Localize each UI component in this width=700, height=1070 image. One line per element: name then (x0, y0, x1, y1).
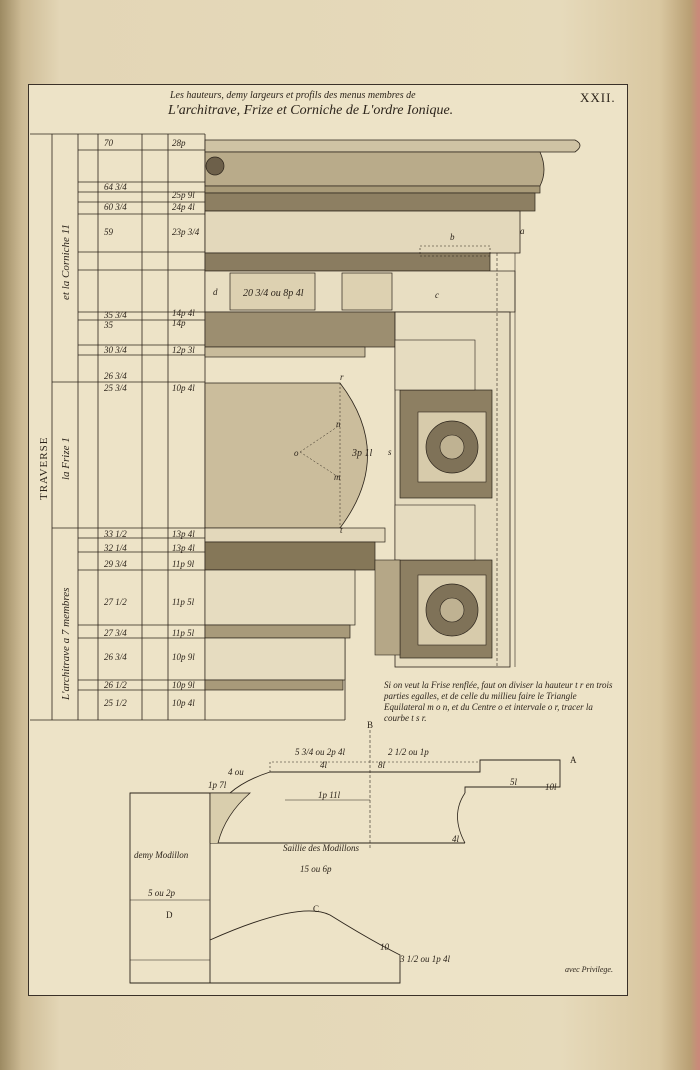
dim-4l: 4l (320, 760, 328, 770)
label-t: t (340, 525, 343, 535)
label-D: D (166, 910, 173, 920)
table-values: 70 28p 64 3/4 25p 9l 60 3/4 24p 4l 59 23… (103, 138, 200, 708)
dim-10l: 10l (545, 782, 557, 792)
table-cell: 27 1/2 (104, 597, 127, 607)
label-o: o (294, 448, 299, 458)
table-cell: 11p 5l (172, 628, 195, 638)
table-cell: 32 1/4 (103, 543, 127, 553)
table-cell: 59 (104, 227, 114, 237)
table-cell: 14p 4l (172, 308, 195, 318)
entablature-profile (204, 139, 581, 691)
saillie-dimension: 15 ou 6p (300, 864, 332, 874)
modillion-diagram (129, 730, 561, 984)
table-cell: 35 (103, 320, 114, 330)
table-cell: 25p 9l (172, 190, 195, 200)
mutule-dimension: 20 3/4 ou 8p 4l (243, 288, 304, 299)
table-cell: 27 3/4 (104, 628, 127, 638)
table-cell: 23p 3/4 (172, 227, 200, 237)
table-cell: 10p 9l (172, 680, 195, 690)
table-cell: 10p 9l (172, 652, 195, 662)
title-line-1: Les hauteurs, demy largeurs et profils d… (170, 90, 416, 101)
swelled-frieze-note: Si on veut la Frise renflée, faut on div… (384, 680, 613, 723)
profile-labels: a b c d 20 3/4 ou 8p 4l 3p 1l n m o r s … (213, 226, 525, 535)
table-cell: 33 1/2 (103, 529, 127, 539)
label-d: d (213, 287, 218, 297)
table-cell: 13p 4l (172, 543, 195, 553)
table-cell: 13p 4l (172, 529, 195, 539)
table-cell: 29 3/4 (104, 559, 127, 569)
label-saillie: Saillie des Modillons (283, 843, 359, 853)
label-B: B (367, 720, 373, 730)
table-cell: 10p 4l (172, 383, 195, 393)
dim-1p7l: 1p 7l (208, 780, 227, 790)
label-n: n (336, 419, 341, 429)
table-cell: 70 (104, 138, 114, 148)
label-m: m (334, 472, 341, 482)
table-cell: 11p 5l (172, 597, 195, 607)
label-r: r (340, 372, 344, 382)
table-cell: 25 1/2 (104, 698, 127, 708)
table-cell: 12p 3l (172, 345, 195, 355)
label-b: b (450, 232, 455, 242)
table-cell: 28p (172, 138, 186, 148)
table-cell: 26 1/2 (104, 680, 127, 690)
frieze-dimension: 3p 1l (351, 448, 373, 459)
table-cell: 35 3/4 (103, 310, 127, 320)
dim-1p11l: 1p 11l (318, 790, 341, 800)
dim-5l: 5l (510, 777, 518, 787)
bottom-dimension: 3 1/2 ou 1p 4l (399, 954, 451, 964)
dim-4l-right: 4l (452, 834, 460, 844)
table-cell: 26 3/4 (104, 652, 127, 662)
table-cell: 25 3/4 (104, 383, 127, 393)
dim-4ou: 4 ou (228, 767, 244, 777)
label-C: C (313, 904, 319, 914)
label-c: c (435, 290, 439, 300)
table-cell: 14p (172, 318, 186, 328)
table-cell: 26 3/4 (104, 371, 127, 381)
table-cell: 24p 4l (172, 202, 195, 212)
table-cell: 11p 9l (172, 559, 195, 569)
half-dimension: 5 ou 2p (148, 888, 176, 898)
privilege-mark: avec Privilege. (565, 965, 613, 974)
table-cell: 30 3/4 (103, 345, 127, 355)
label-A: A (570, 755, 577, 765)
dim-8l: 8l (378, 760, 386, 770)
label-a: a (520, 226, 525, 236)
plate-number: XXII. (580, 90, 616, 105)
dim-top-right: 2 1/2 ou 1p (388, 747, 429, 757)
dim-ten: 10 (380, 942, 390, 952)
label-s: s (388, 447, 392, 457)
table-cell: 10p 4l (172, 698, 195, 708)
label-demy-modillon: demy Modillon (134, 850, 189, 860)
title-line-2: L'architrave, Frize et Corniche de L'ord… (168, 103, 454, 118)
dim-top-left: 5 3/4 ou 2p 4l (295, 747, 346, 757)
table-cell: 64 3/4 (104, 182, 127, 192)
table-cell: 60 3/4 (104, 202, 127, 212)
modillion-labels: B A C D 5 3/4 ou 2p 4l 2 1/2 ou 1p 4l 8l… (134, 720, 577, 964)
